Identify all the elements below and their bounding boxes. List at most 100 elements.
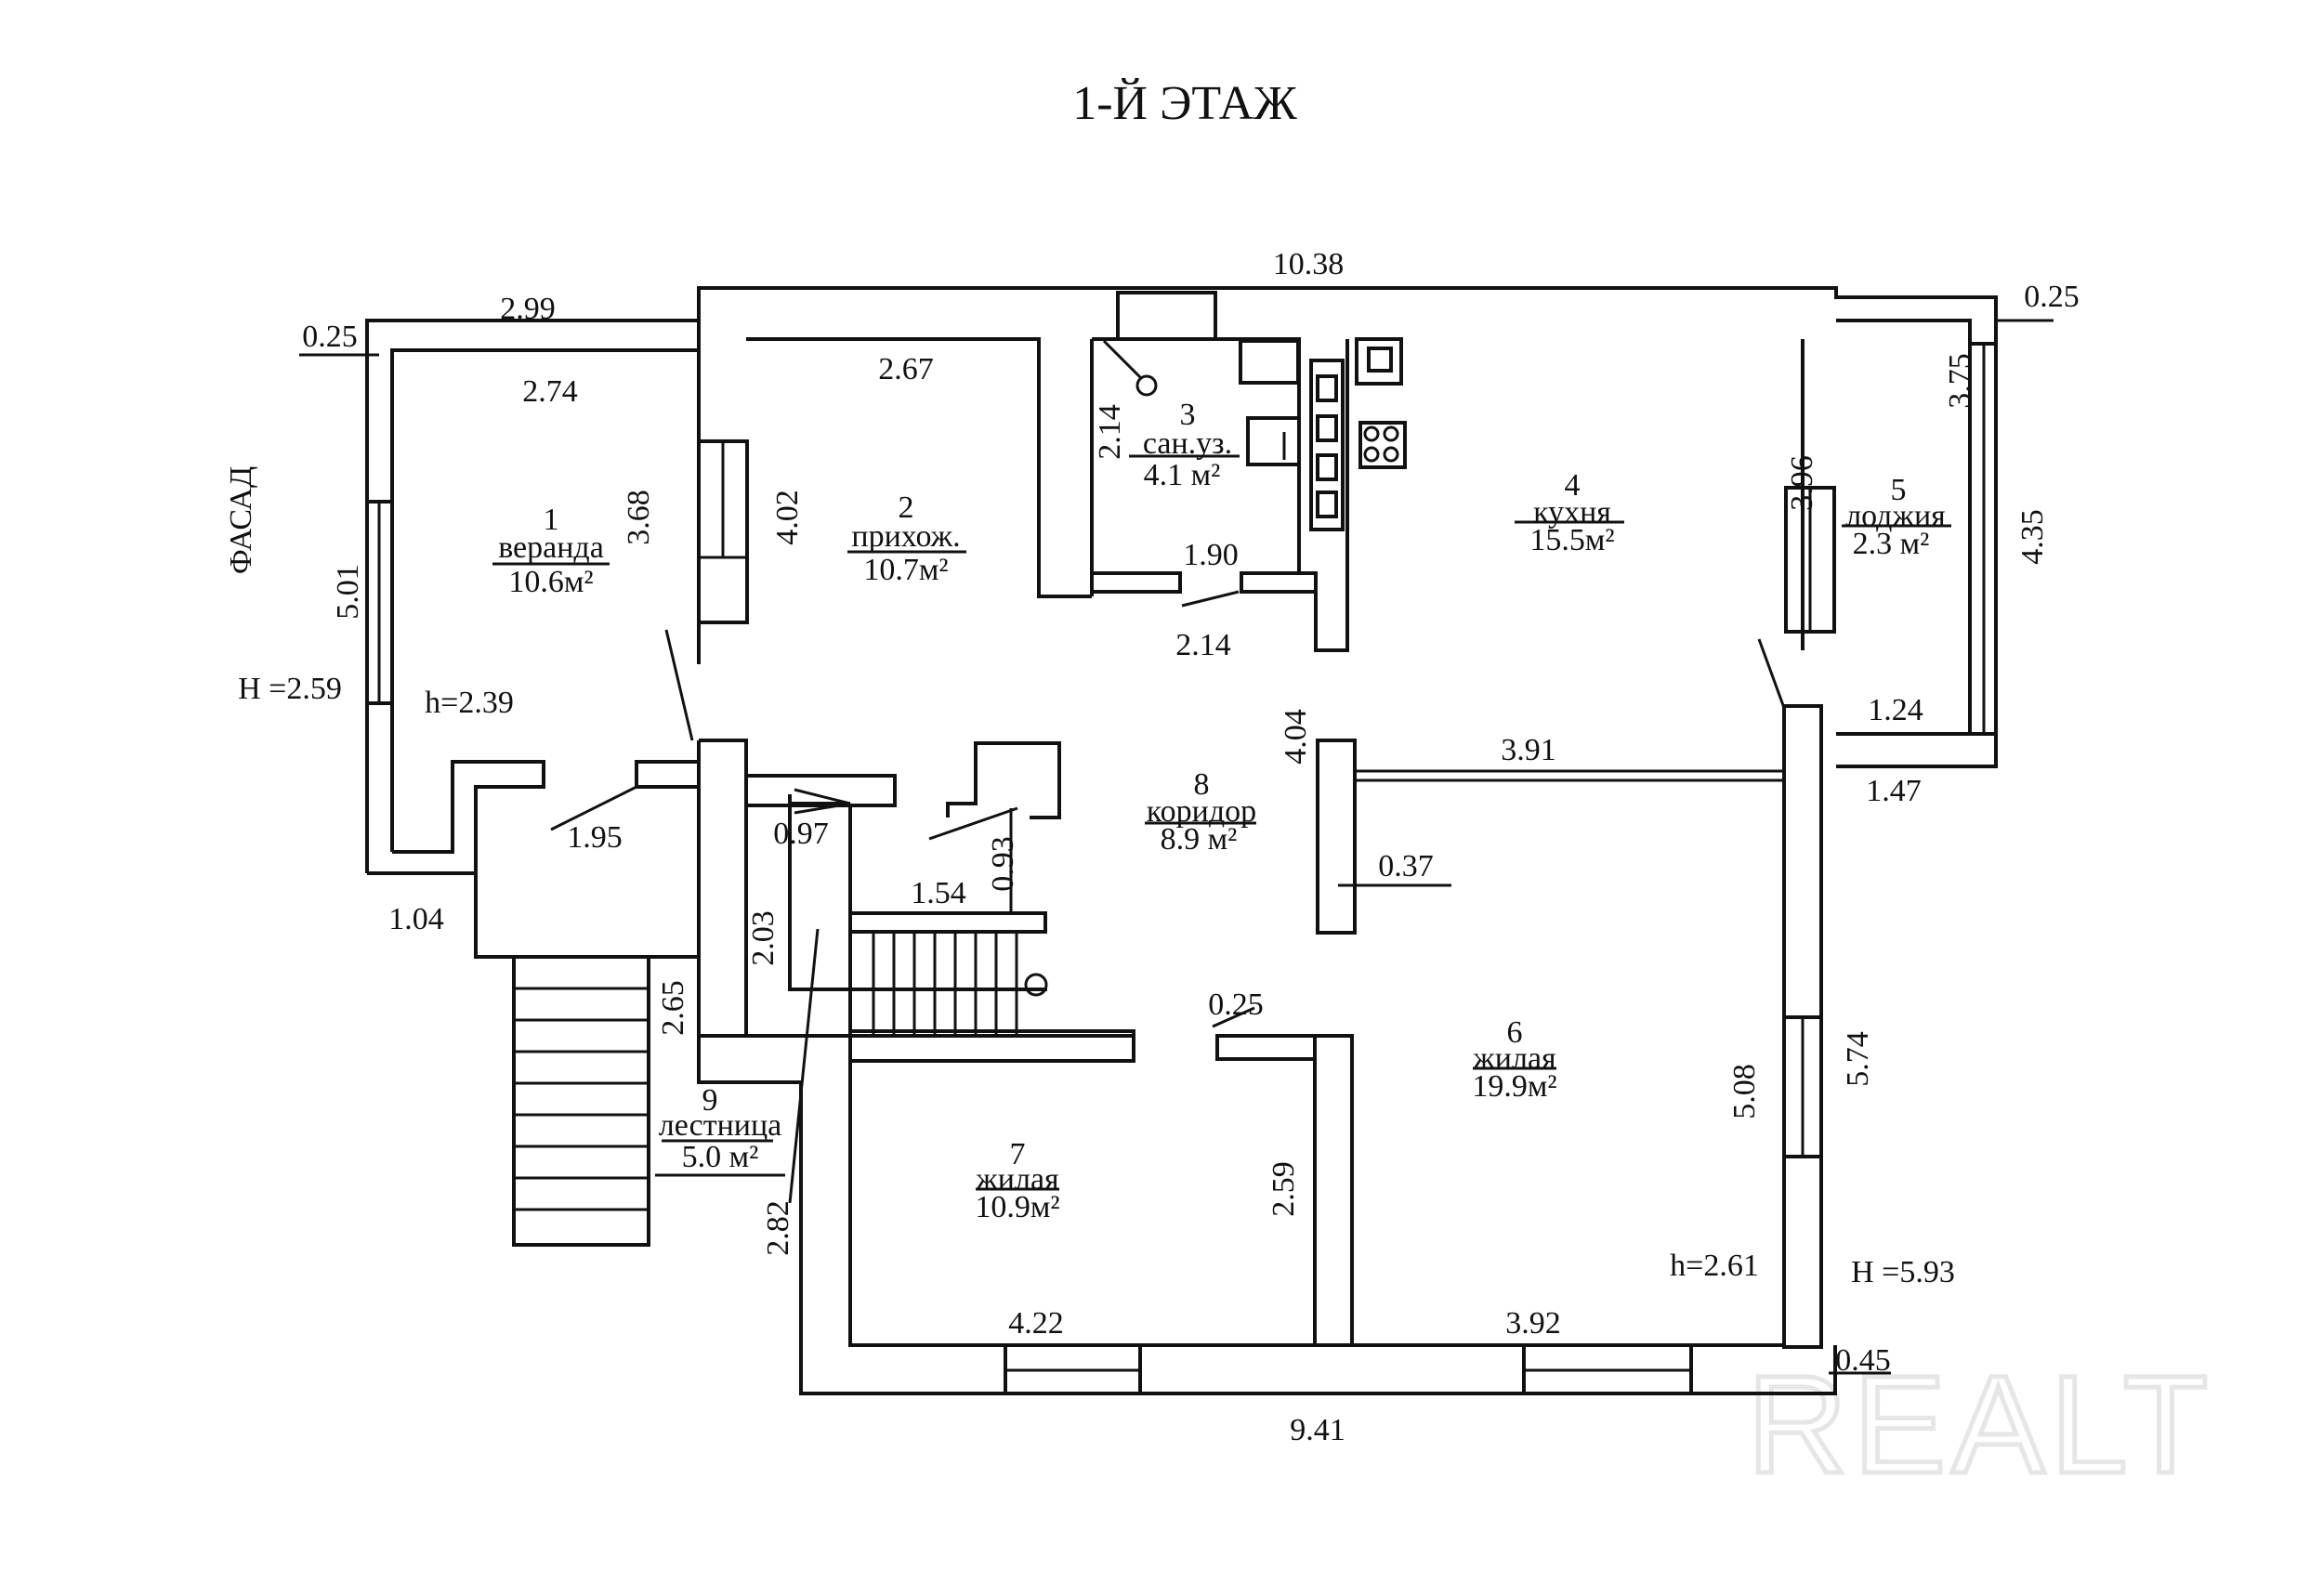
dim-stair-height: 2.03: [746, 910, 781, 966]
toilet-icon: [1135, 374, 1158, 397]
stove-burner-icon-0: [1363, 425, 1380, 442]
dim-bottom-wall-thickness: 0.45: [1835, 1343, 1891, 1378]
room-number: 8: [1194, 767, 1210, 802]
dim-loggia-bottom-outer: 1.47: [1866, 774, 1922, 808]
dim-left-wall-thickness: 0.25: [302, 320, 358, 354]
room-area: 10.6м²: [508, 565, 593, 599]
watermark: REALT: [1747, 1346, 2213, 1502]
room-number: 2: [899, 491, 914, 525]
fridge-icon: [1355, 337, 1403, 386]
room-area: 19.9м²: [1472, 1069, 1556, 1104]
room-area: 10.7м²: [863, 553, 948, 587]
room-area: 8.9 м²: [1161, 822, 1238, 857]
room-number: 5: [1891, 473, 1907, 507]
room-number: 9: [702, 1083, 718, 1118]
dim-right-wall-thickness: 0.25: [2024, 280, 2080, 314]
closet-door-swing: [928, 806, 1018, 841]
room-name: лоджия: [1845, 499, 1946, 533]
dim-top-total: 10.38: [1273, 247, 1345, 281]
facade-label: ФАСАД: [224, 466, 258, 574]
stove-burner-icon-3: [1383, 446, 1399, 463]
bath-shower-icon: [1246, 416, 1301, 466]
hall-inner-outline: [746, 337, 1092, 598]
room-living-7: 7 жилая 10.9м²: [975, 1137, 1059, 1224]
bath-door-swing: [1181, 590, 1240, 608]
room-hallway: 2 прихож. 10.7м²: [847, 491, 966, 587]
dim-hall-side: 4.02: [770, 490, 805, 545]
dim-room6-inner: 5.08: [1727, 1064, 1762, 1119]
bath-sink-icon: [1239, 339, 1300, 385]
room-number: 1: [544, 503, 559, 537]
toilet-line: [1102, 339, 1143, 380]
room-kitchen: 4 кухня 15.5м²: [1515, 468, 1624, 557]
room-loggia: 5 лоджия 2.3 м²: [1842, 473, 1951, 561]
room7-top-wall: [848, 1029, 1135, 1063]
room-number: 3: [1180, 398, 1196, 432]
stair-wall-left: [697, 739, 748, 1038]
stair-post-icon: [1024, 973, 1048, 997]
bath-wall-right-segment: [1240, 571, 1318, 594]
bath-kitchen-wall: [1314, 339, 1349, 652]
dim-room6-bottom: 3.92: [1505, 1306, 1561, 1341]
veranda-corner-wall: [367, 760, 545, 875]
kitchen-counter-icon: [1309, 359, 1345, 531]
veranda-door-swing: [550, 785, 637, 831]
dim-stair-side: 2.65: [656, 980, 690, 1036]
dim-partition-top: 3.91: [1501, 733, 1556, 767]
room7-outline: [848, 1036, 1317, 1347]
plan-title: 1-Й ЭТАЖ: [1072, 77, 1297, 130]
dim-loggia-outer: 4.35: [2015, 509, 2050, 565]
dim-bath-side: 2.14: [1093, 404, 1127, 460]
kitchen-door-swing: [1757, 638, 1786, 709]
dim-partition-thickness: 0.37: [1378, 849, 1434, 883]
fridge-inner-icon: [1367, 347, 1393, 373]
dim-porch-width: 1.04: [388, 902, 444, 936]
dim-room7-bottom: 4.22: [1008, 1306, 1064, 1341]
dim-door-gap: 0.25: [1208, 988, 1264, 1022]
dim-closet-depth: 0.93: [986, 836, 1020, 892]
room-number: 4: [1565, 468, 1581, 503]
height-labels: H =2.59 h=2.39 h=2.61 H =5.93: [238, 672, 1955, 1289]
dim-bath-bottom: 1.90: [1183, 538, 1239, 572]
dim-corridor-side: 4.04: [1279, 709, 1313, 765]
room7-door-pier: [1215, 1034, 1317, 1061]
room7-door-swing: [1212, 1006, 1255, 1028]
room-number: 6: [1507, 1015, 1523, 1050]
veranda-door-pier: [635, 760, 701, 789]
stair-top-wall: [744, 774, 897, 807]
stair-outline: [744, 805, 1134, 1038]
height-veranda-inner: h=2.39: [425, 686, 514, 720]
fixtures: [514, 337, 1407, 1211]
height-veranda-outer: H =2.59: [238, 672, 342, 706]
room-staircase: 9 лестница 5.0 м²: [659, 1083, 782, 1174]
dim-stair-step-run: 1.54: [911, 876, 966, 910]
room-living-6: 6 жилая 19.9м²: [1472, 1015, 1556, 1104]
dim-bottom-total: 9.41: [1290, 1413, 1345, 1447]
porch-outline: [474, 873, 699, 959]
dim-veranda-side: 5.01: [331, 564, 365, 620]
bath-wall-left-segment: [1090, 571, 1182, 594]
stair-flight-outline: [788, 794, 1047, 991]
dimension-labels-vertical: 5.01 3.68 4.02 2.14 3.96 3.75 4.35 4.04 …: [331, 353, 2050, 1256]
dim-stair-landing: 0.97: [773, 817, 829, 851]
cabinet-icon-0: [1316, 374, 1338, 402]
closet-wall: [946, 741, 1061, 819]
cabinet-icon-3: [1316, 491, 1338, 518]
room-name: прихож.: [851, 519, 960, 554]
dim-room7-side: 2.59: [1266, 1161, 1301, 1217]
room-name: кухня: [1533, 495, 1611, 530]
room-veranda: 1 веранда 10.6м²: [492, 503, 610, 599]
room-area: 4.1 м²: [1144, 458, 1221, 492]
dim-bottom-left-side: 2.82: [761, 1200, 795, 1256]
dim-veranda-door: 1.95: [567, 820, 623, 855]
stair-arrow-lower: [794, 802, 851, 815]
stair-landing-wall: [848, 911, 1047, 934]
height-main-outer: H =5.93: [1851, 1255, 1955, 1289]
dim-bath-door: 2.14: [1175, 628, 1231, 662]
corridor-pier: [1316, 739, 1357, 935]
cabinet-icon-1: [1316, 414, 1338, 442]
walls: [299, 286, 2054, 1395]
stove-burner-icon-2: [1363, 446, 1380, 463]
dim-room6-outer: 5.74: [1841, 1031, 1875, 1087]
